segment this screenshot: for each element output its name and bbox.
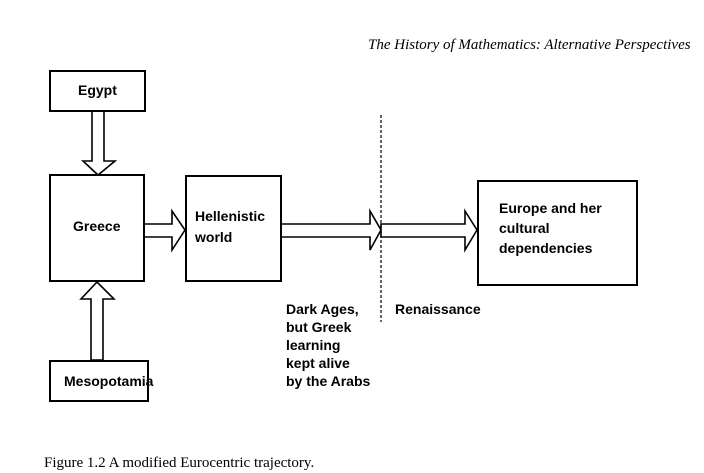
renaissance-annotation: Renaissance	[395, 301, 481, 317]
node-europe: Europe and her cultural dependencies	[477, 180, 638, 286]
node-hellenistic-label-1: Hellenistic	[195, 208, 266, 224]
dark-ages-line: by the Arabs	[286, 373, 371, 389]
node-europe-label-1: Europe and her	[499, 200, 602, 216]
figure-caption: Figure 1.2 A modified Eurocentric trajec…	[44, 455, 315, 471]
arrow-mesopotamia-to-greece	[79, 280, 116, 361]
node-europe-label-3: dependencies	[499, 240, 593, 256]
node-mesopotamia: Mesopotamia	[49, 360, 153, 402]
node-greece: Greece	[49, 174, 145, 282]
arrow-hellenistic-to-divide	[280, 208, 382, 251]
node-mesopotamia-label: Mesopotamia	[64, 373, 154, 389]
dark-ages-line: but Greek	[286, 319, 352, 335]
dark-ages-line: kept alive	[286, 355, 350, 371]
arrow-egypt-to-greece	[80, 110, 118, 177]
dark-ages-line: Dark Ages,	[286, 301, 359, 317]
running-header: The History of Mathematics: Alternative …	[368, 37, 691, 53]
dark-ages-annotation: Dark Ages, but Greek learning kept alive…	[286, 300, 370, 390]
node-egypt: Egypt	[49, 70, 146, 112]
arrow-greece-to-hellenistic	[143, 208, 186, 253]
node-europe-label-2: cultural	[499, 220, 550, 236]
node-greece-label: Greece	[73, 218, 121, 234]
node-hellenistic-label-2: world	[195, 229, 233, 245]
dark-ages-line: learning	[286, 337, 341, 353]
node-hellenistic-world: Hellenistic world	[185, 175, 282, 282]
node-egypt-label: Egypt	[78, 82, 117, 98]
arrow-divide-to-europe	[380, 208, 478, 253]
